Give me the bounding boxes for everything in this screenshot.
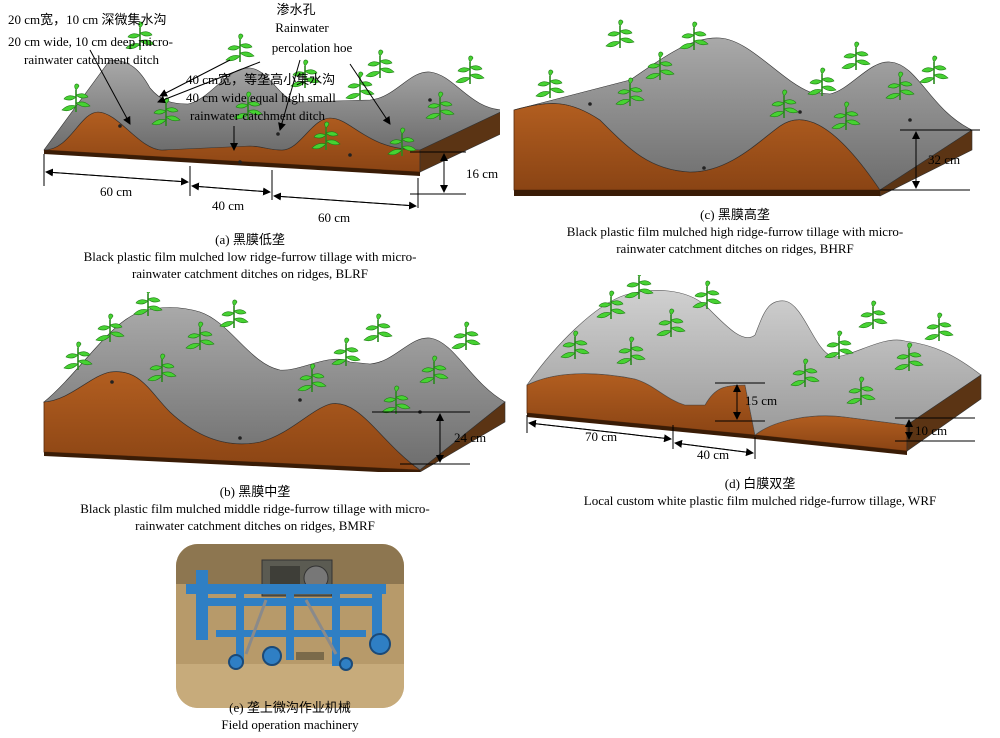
caption-b-en-1: Black plastic film mulched middle ridge-… <box>80 501 430 516</box>
panel-b-diagram: 24 cm <box>43 292 506 472</box>
caption-b-en-2: rainwater catchment ditches on ridges, B… <box>135 518 375 533</box>
dim-a-right: 60 cm <box>318 210 350 225</box>
caption-d: (d) 白膜双垄 Local custom white plastic film… <box>540 475 980 509</box>
caption-a-en-1: Black plastic film mulched low ridge-fur… <box>83 249 417 264</box>
caption-c-en-1: Black plastic film mulched high ridge-fu… <box>566 224 904 239</box>
machinery-photo <box>176 544 404 708</box>
label-equal-en-2: rainwater catchment ditch <box>190 108 325 123</box>
label-hole-en-1: Rainwater <box>275 20 329 35</box>
dim-d-ridge: 15 cm <box>745 393 777 408</box>
dim-d-right: 10 cm <box>915 423 947 438</box>
caption-a-zh: (a) 黑膜低垄 <box>215 232 285 247</box>
label-equal-zh: 40 cm宽，等垄高小集水沟 <box>186 72 335 87</box>
label-ditch-en-1: 20 cm wide, 10 cm deep micro- <box>8 34 173 49</box>
label-ditch-en-2: rainwater catchment ditch <box>24 52 159 67</box>
dim-a-height: 16 cm <box>466 166 498 181</box>
caption-c: (c) 黑膜高垄 Black plastic film mulched high… <box>520 206 950 257</box>
label-equal-en-1: 40 cm wide equal high small <box>186 90 336 105</box>
panel-a-diagram: 20 cm宽，10 cm 深微集水沟 20 cm wide, 10 cm dee… <box>8 2 500 225</box>
caption-e: (e) 垄上微沟作业机械 Field operation machinery <box>170 699 410 733</box>
label-ditch-zh: 20 cm宽，10 cm 深微集水沟 <box>8 12 167 27</box>
label-hole-zh: 渗水孔 <box>276 2 315 17</box>
dim-a-mid: 40 cm <box>212 198 244 213</box>
dim-d-left: 70 cm <box>585 429 617 444</box>
caption-a: (a) 黑膜低垄 Black plastic film mulched low … <box>40 231 460 282</box>
caption-a-en-2: rainwater catchment ditches on ridges, B… <box>131 266 369 281</box>
caption-d-zh: (d) 白膜双垄 <box>724 476 796 491</box>
dim-d-mid: 40 cm <box>697 447 729 462</box>
caption-e-zh: (e) 垄上微沟作业机械 <box>229 700 351 715</box>
caption-c-en-2: rainwater catchment ditches on ridges, B… <box>616 241 854 256</box>
caption-b-zh: (b) 黑膜中垄 <box>219 484 291 499</box>
caption-d-en-1: Local custom white plastic film mulched … <box>583 493 937 508</box>
panel-d-diagram: 70 cm 40 cm 15 cm 10 cm <box>526 275 982 462</box>
caption-e-en-1: Field operation machinery <box>221 717 359 732</box>
label-hole-en-2: percolation hoe <box>272 40 353 55</box>
caption-c-zh: (c) 黑膜高垄 <box>700 207 770 222</box>
dim-c-height: 32 cm <box>928 152 960 167</box>
dim-a-left: 60 cm <box>100 184 132 199</box>
caption-b: (b) 黑膜中垄 Black plastic film mulched midd… <box>40 483 470 534</box>
panel-c-diagram: 32 cm <box>513 19 980 197</box>
dim-b-height: 24 cm <box>454 430 486 445</box>
